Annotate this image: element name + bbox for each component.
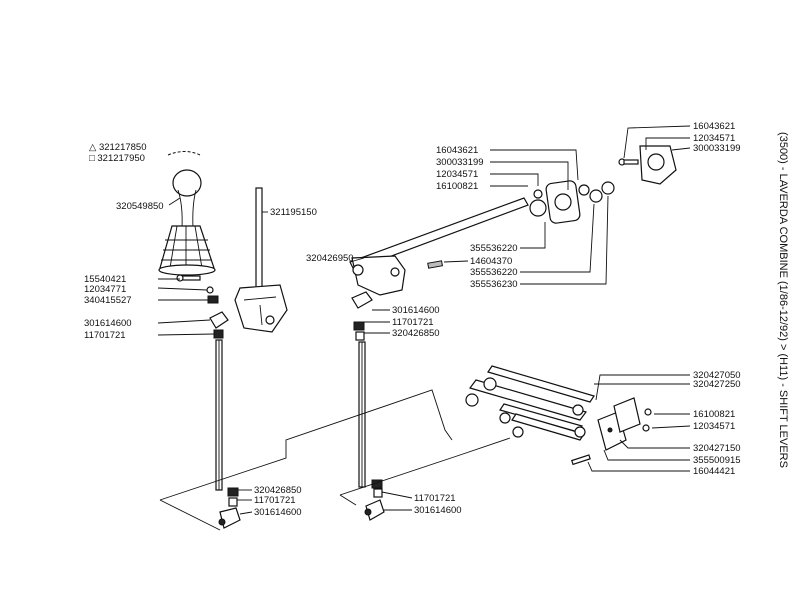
label-321217850: △ 321217850 — [89, 142, 147, 153]
gear-knob-assembly — [158, 169, 216, 276]
nut-340415527 — [207, 295, 219, 304]
lever-rod — [234, 187, 288, 333]
washer-12034771 — [206, 286, 214, 294]
label-11701721-b: 11701721 — [254, 495, 296, 506]
label-12034571-c: 12034571 — [693, 421, 735, 432]
label-355500915: 355500915 — [693, 455, 741, 466]
label-16044421: 16044421 — [693, 466, 735, 477]
label-12034771: 12034771 — [84, 284, 126, 295]
gate-rails — [465, 365, 595, 441]
label-355536230: 355536230 — [470, 279, 518, 290]
shift-shaft — [349, 197, 529, 296]
label-320549850: 320549850 — [116, 201, 164, 212]
label-16043621-b: 16043621 — [693, 121, 735, 132]
label-355536220-a: 355536220 — [470, 243, 518, 254]
label-320426850-b: 320426850 — [392, 328, 440, 339]
label-320427150: 320427150 — [693, 443, 741, 454]
knob-symbol — [167, 151, 201, 156]
label-12034571-b: 12034571 — [693, 133, 735, 144]
leader-lines — [157, 125, 691, 515]
label-300033199-b: 300033199 — [693, 143, 741, 154]
part-labels: △ 321217850 □ 321217950 320549850 321195… — [84, 121, 741, 518]
label-12034571-a: 12034571 — [436, 169, 478, 180]
label-320427250: 320427250 — [693, 379, 741, 390]
bolt-15540421 — [176, 274, 201, 282]
middle-linkage-rod — [351, 291, 385, 521]
label-340415527: 340415527 — [84, 295, 132, 306]
label-320426850-a: 320426850 — [254, 485, 302, 496]
label-15540421: 15540421 — [84, 274, 126, 285]
label-11701721-a: 11701721 — [84, 330, 126, 341]
label-11701721-d: 11701721 — [414, 493, 456, 504]
clamp-block-320427150 — [571, 397, 652, 466]
label-321217950: □ 321217950 — [89, 153, 145, 164]
label-16100821-b: 16100821 — [693, 409, 735, 420]
label-301614600-c: 301614600 — [392, 305, 440, 316]
label-321195150: 321195150 — [270, 207, 317, 218]
label-301614600-d: 301614600 — [414, 505, 462, 516]
label-320426950: 320426950 — [306, 253, 354, 264]
connection-lines — [159, 389, 511, 531]
bearing-bracket — [529, 180, 615, 224]
label-14604370: 14604370 — [470, 256, 512, 267]
label-11701721-c: 11701721 — [392, 317, 434, 328]
mount-bracket-300033199 — [618, 145, 677, 185]
label-355536220-b: 355536220 — [470, 267, 518, 278]
left-linkage-rod — [209, 311, 241, 529]
label-16043621-a: 16043621 — [436, 145, 478, 156]
label-300033199-a: 300033199 — [436, 157, 484, 168]
label-301614600-a: 301614600 — [84, 318, 132, 329]
label-301614600-b: 301614600 — [254, 507, 302, 518]
label-16100821-a: 16100821 — [436, 181, 478, 192]
label-320427050: 320427050 — [693, 370, 741, 381]
